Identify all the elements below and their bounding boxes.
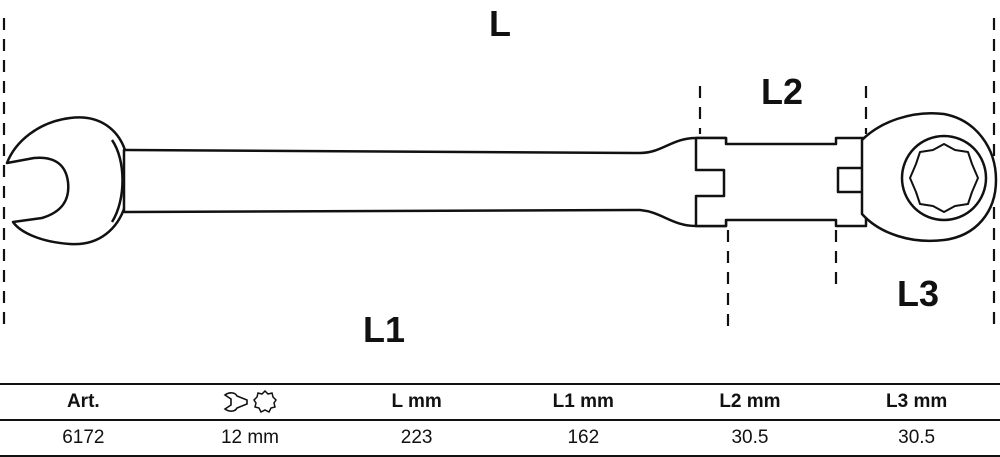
open-end-neck-line — [110, 139, 124, 223]
header-l3: L3 mm — [833, 383, 1000, 421]
open-end-wrench-icon — [223, 392, 248, 412]
label-l1: L1 — [363, 309, 405, 350]
cell-l: 223 — [333, 420, 500, 457]
cell-l2: 30.5 — [666, 420, 834, 457]
header-l: L mm — [333, 383, 500, 421]
spec-table: Art. L mm L1 mm L2 mm L3 mm 6172 12 mm 2 — [0, 383, 1000, 457]
cell-size: 12 mm — [166, 420, 334, 457]
label-l2: L2 — [761, 71, 803, 112]
table-row: 6172 12 mm 223 162 30.5 30.5 — [0, 420, 1000, 457]
header-art: Art. — [0, 383, 167, 421]
label-l: L — [489, 3, 511, 44]
ring-twelve-point-socket — [909, 143, 979, 213]
flex-joint — [694, 136, 868, 228]
header-size — [166, 383, 334, 421]
label-l3: L3 — [897, 273, 939, 314]
header-l1: L1 mm — [499, 383, 667, 421]
cell-l3: 30.5 — [833, 420, 1000, 457]
wrench-shank — [122, 136, 728, 228]
cell-l1: 162 — [499, 420, 667, 457]
open-end-head — [5, 116, 127, 246]
table-header-row: Art. L mm L1 mm L2 mm L3 mm — [0, 383, 1000, 421]
header-l2: L2 mm — [666, 383, 834, 421]
cell-art: 6172 — [0, 420, 167, 457]
twelve-point-ring-icon — [253, 390, 277, 414]
wrench-dimension-drawing: L L1 L2 L3 — [2, 3, 998, 350]
size-icons — [223, 390, 277, 414]
